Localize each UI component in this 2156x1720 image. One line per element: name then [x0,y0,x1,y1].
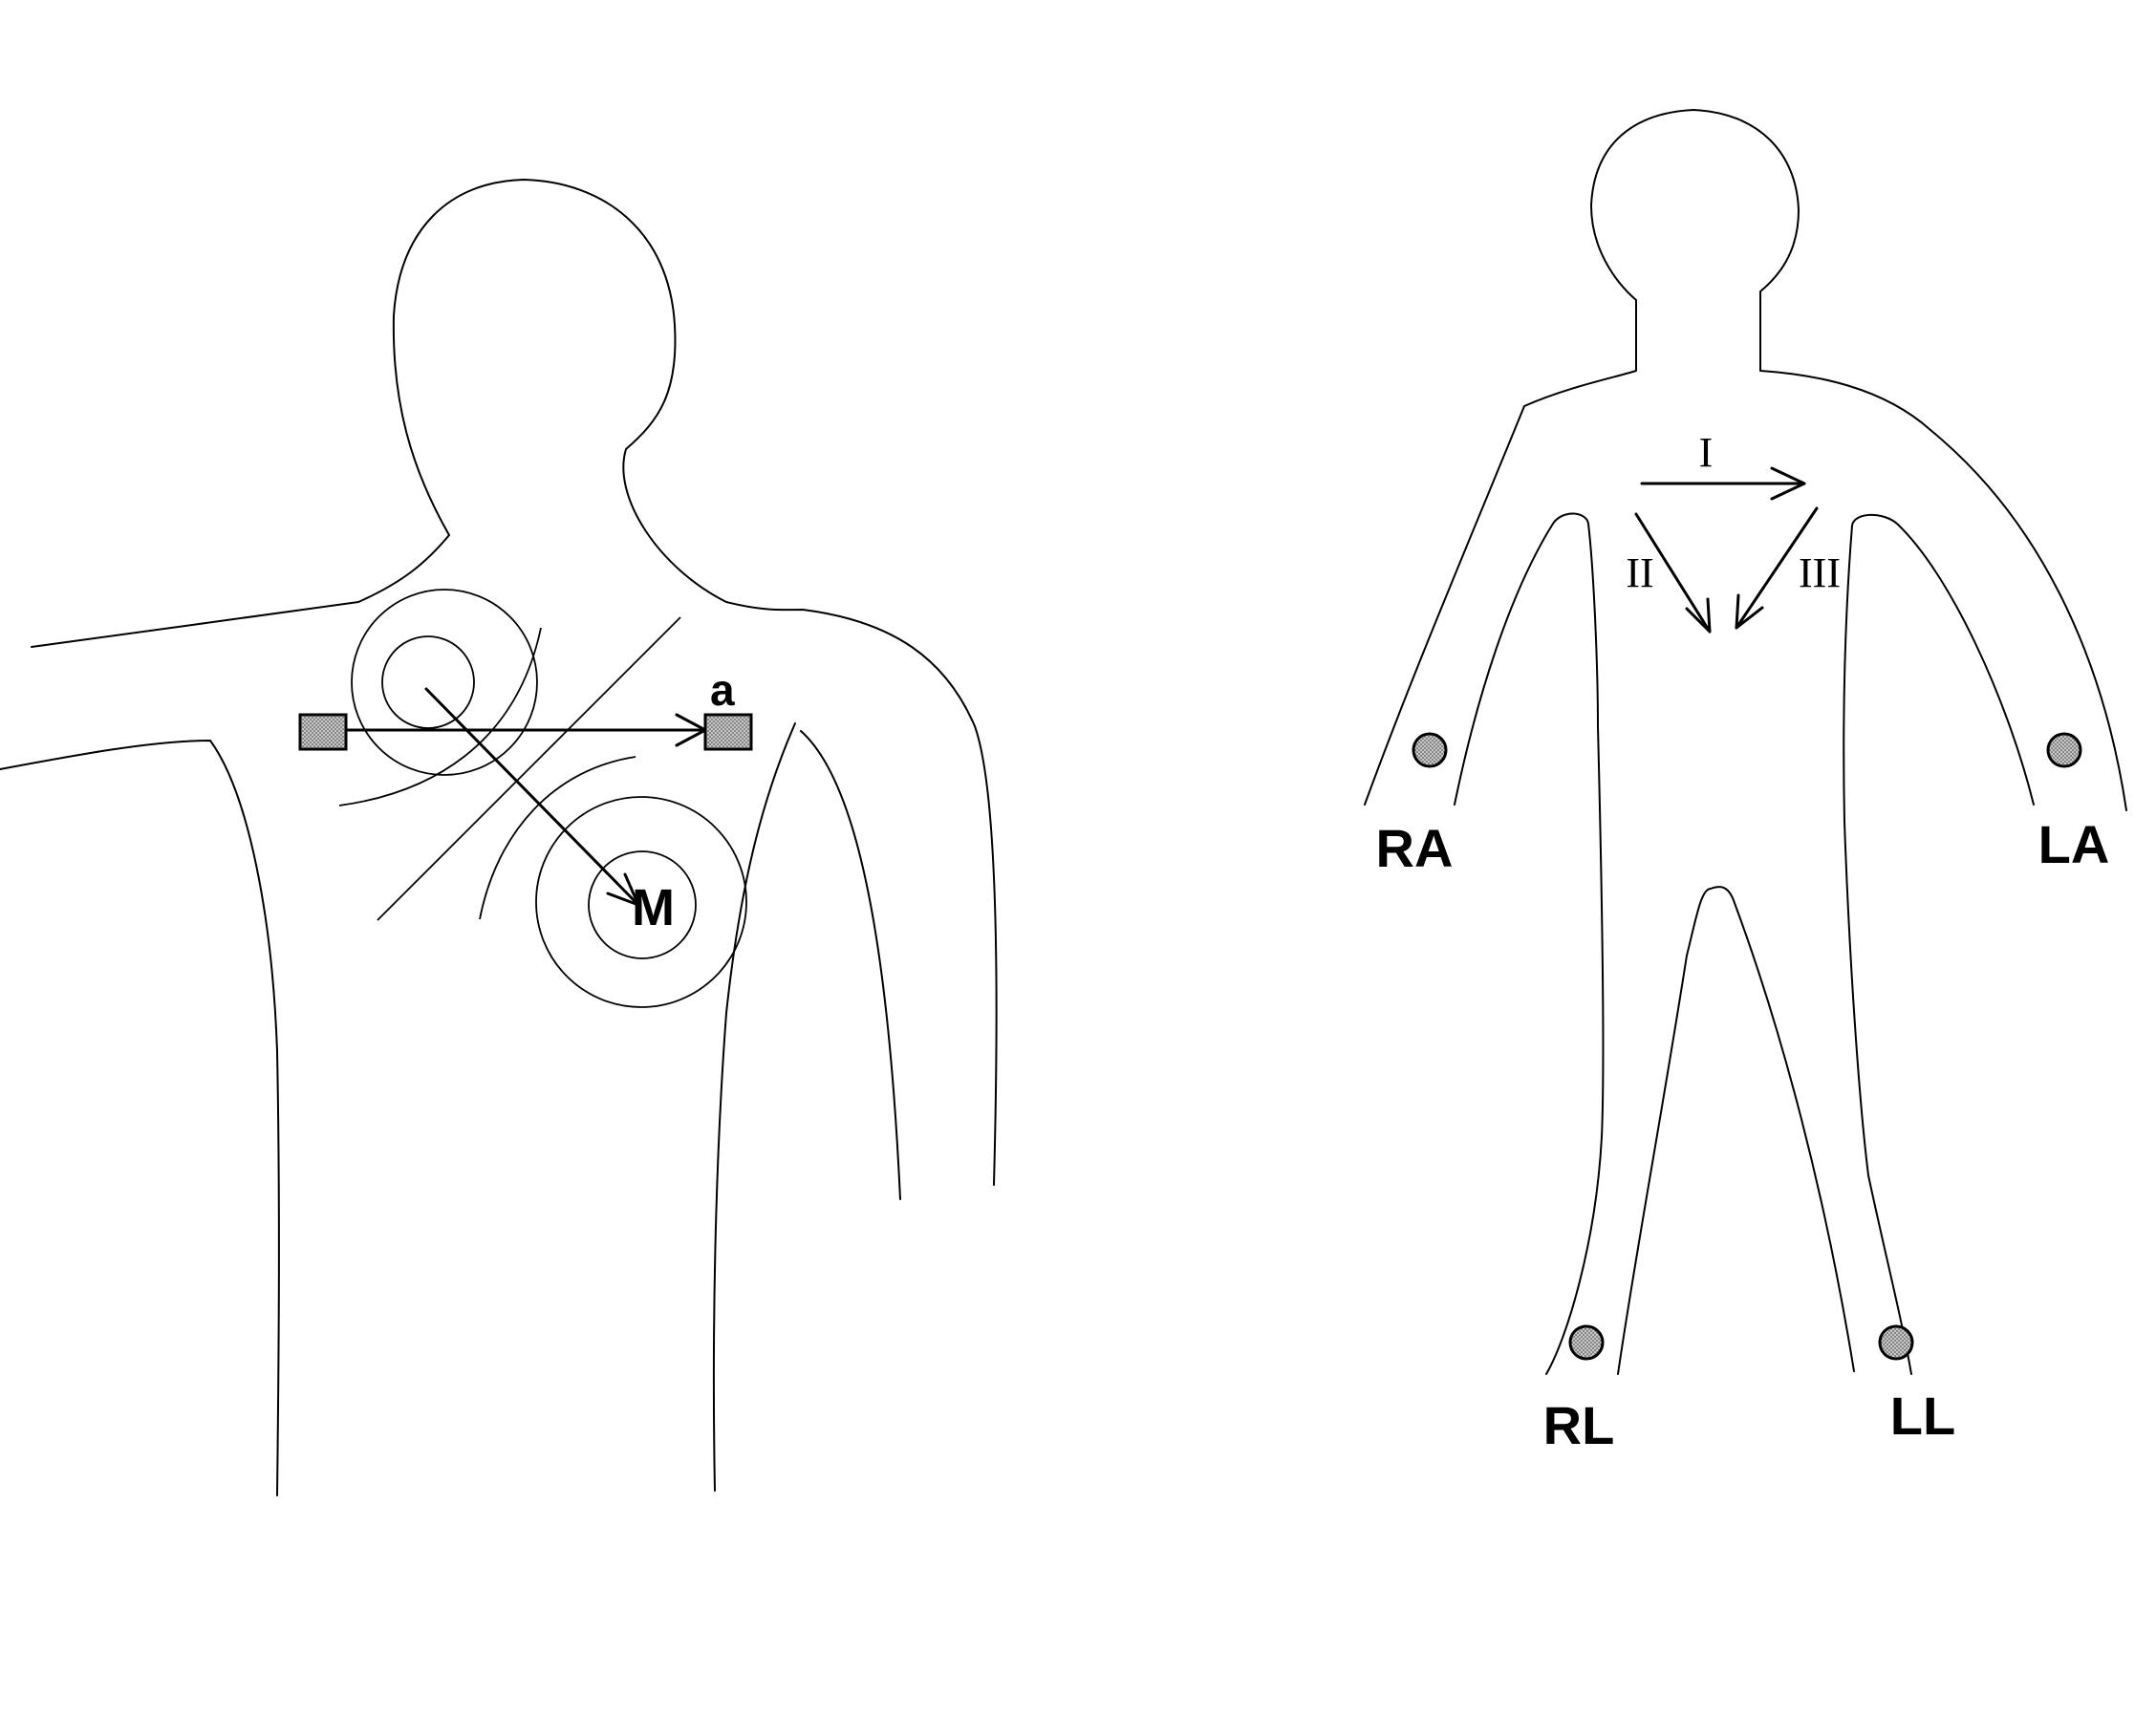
left-torso-outline-head-shoulder [31,179,998,1186]
electrode-left [298,713,348,751]
dipole-vector-arrow [424,687,640,907]
right-body-outline-right-side [1843,513,2035,1375]
field-arc-upper-outer [338,627,542,806]
lead-I-label: I [1699,429,1714,476]
lead-vector-arrow [344,713,707,747]
electrode-ra-label: RA [1376,818,1454,878]
field-ring-outer-upper [351,589,538,776]
left-figure: a M [0,179,998,1496]
electrode-la-label: LA [2038,814,2110,874]
left-torso-outline-arm-underside [0,740,280,1496]
electrode-la [2046,732,2082,768]
field-ring-inner-lower [588,850,697,959]
field-lines [338,589,747,1008]
dipole-m-label: M [632,879,675,936]
field-arc-lower-outer [479,756,636,920]
electrode-a-label: a [710,665,735,715]
left-torso-outline-trunk-right [712,722,796,1492]
lead-II-arrow [1634,512,1712,634]
electrode-rl-label: RL [1543,1395,1615,1455]
zero-potential-line [377,616,681,921]
right-body-outline-upper [1364,109,2127,811]
electrode-rl [1568,1324,1605,1361]
field-ring-outer-lower [535,796,747,1008]
electrode-ll [1878,1324,1914,1361]
lead-III-label: III [1799,549,1841,596]
lead-II-label: II [1626,549,1653,596]
electrode-a [703,713,753,751]
right-body-outline-left-side [1454,512,1605,1375]
electrode-ll-label: LL [1890,1386,1955,1446]
right-body-outline-inner-legs [1617,886,1855,1375]
field-ring-inner-upper [381,635,475,729]
right-figure: I II III RA LA RL LL [1364,109,2127,1455]
electrode-ra [1412,732,1448,768]
lead-III-arrow [1735,506,1819,630]
left-torso-outline-inner-arm [800,730,901,1200]
lead-I-arrow [1640,466,1806,501]
